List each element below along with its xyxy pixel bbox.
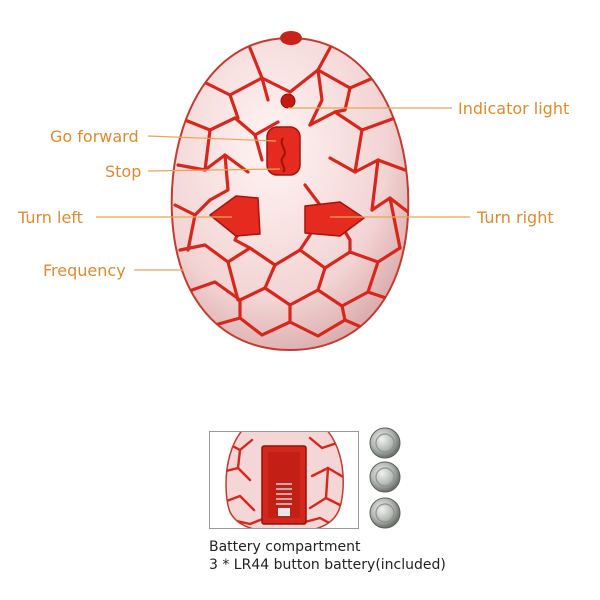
leader-stop: [147, 168, 281, 172]
go-forward-button-icon[interactable]: [266, 126, 301, 176]
battery-icon: [369, 427, 401, 459]
battery-compartment-inset: [209, 431, 359, 529]
crack-pattern: [173, 46, 409, 338]
button-grip-icon: [280, 137, 286, 173]
battery-caption-line2: 3 * LR44 button battery(included): [209, 557, 446, 573]
label-turn-right: Turn right: [477, 208, 554, 227]
label-frequency: Frequency: [43, 261, 126, 280]
leader-go-forward: [147, 135, 277, 142]
indicator-light-icon: [280, 93, 296, 109]
label-turn-left: Turn left: [18, 208, 83, 227]
contact-plate: [278, 508, 290, 516]
leader-lines: [96, 107, 470, 271]
inset-crack-pattern: [226, 436, 344, 528]
turn-left-button-icon[interactable]: [209, 195, 261, 237]
egg-remote-illustration: [96, 31, 470, 352]
battery-compartment-illustration: [225, 432, 344, 528]
turn-right-button-icon[interactable]: [304, 201, 365, 237]
battery-icon: [369, 461, 401, 493]
battery-caption-line1: Battery compartment: [209, 539, 361, 555]
spring-icon: [276, 483, 292, 505]
label-go-forward: Go forward: [50, 127, 139, 146]
label-indicator-light: Indicator light: [458, 99, 570, 118]
antenna-nub: [280, 31, 302, 45]
battery-slot-inner: [268, 452, 300, 518]
label-stop: Stop: [105, 162, 142, 181]
battery-icon: [369, 497, 401, 529]
button-batteries: [369, 427, 401, 529]
